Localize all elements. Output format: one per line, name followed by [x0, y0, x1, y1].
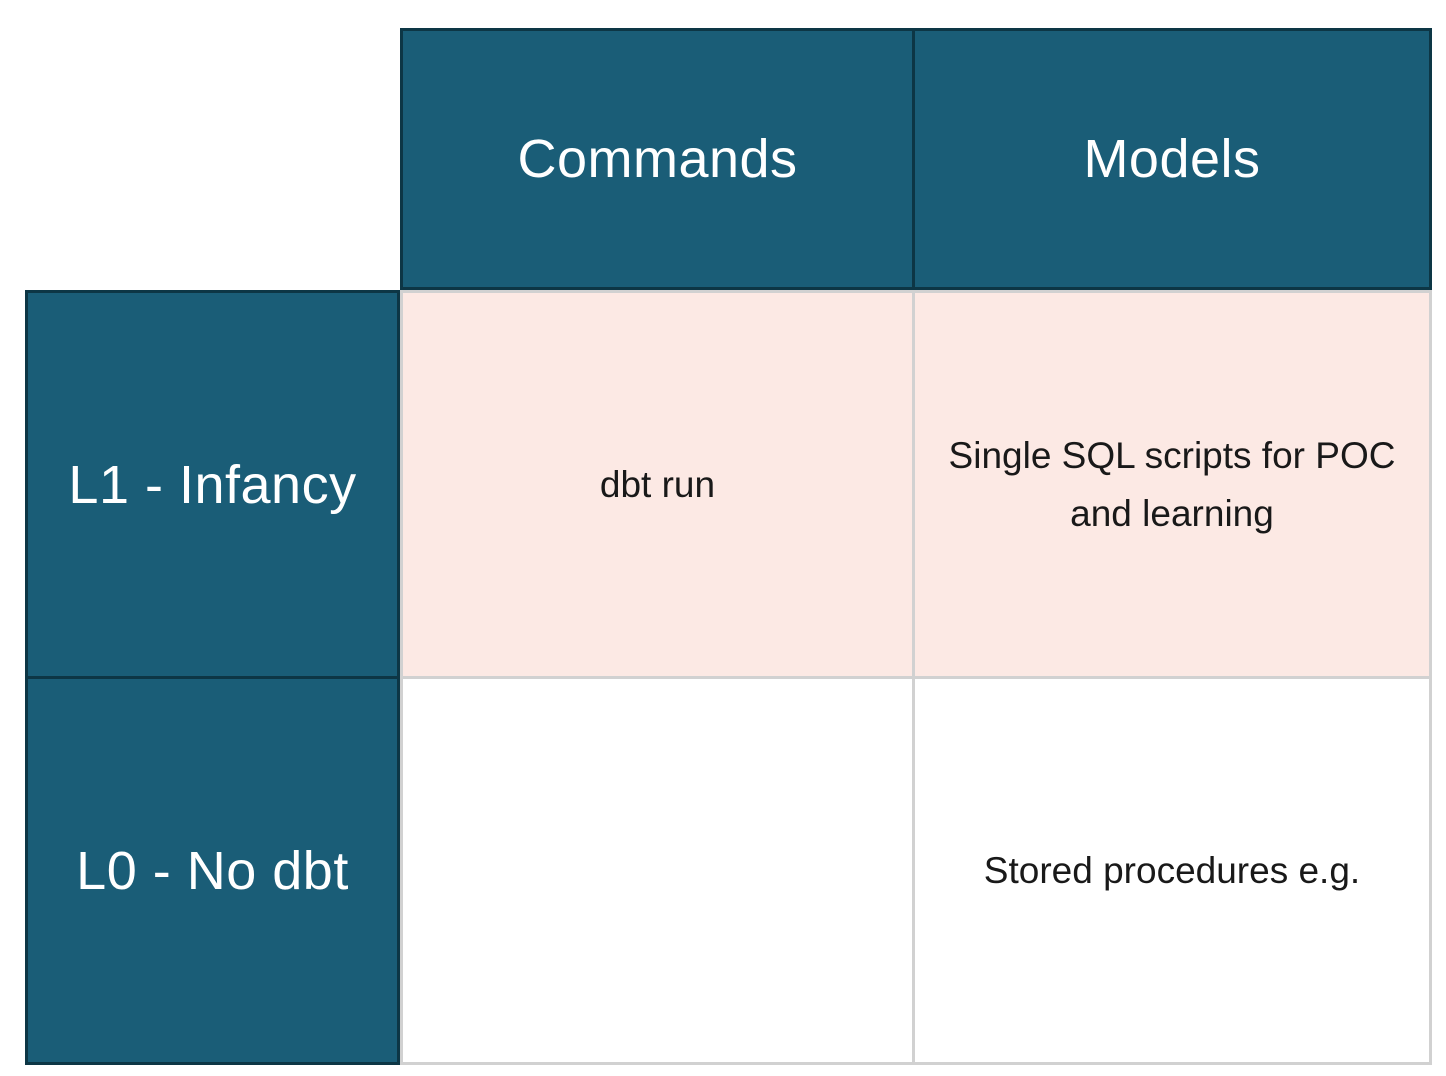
row-header-l0-label: L0 - No dbt	[76, 840, 349, 901]
column-header-models-label: Models	[1083, 129, 1261, 189]
cell-l1-commands-text: dbt run	[599, 463, 716, 505]
row-header-l1-infancy: L1 - Infancy	[25, 290, 400, 679]
cell-l1-models-text: Single SQL scripts for POC and learning	[948, 435, 1396, 534]
cell-l1-models: Single SQL scripts for POC and learning	[915, 290, 1432, 679]
column-header-commands: Commands	[400, 28, 915, 290]
corner-cell	[25, 28, 400, 290]
maturity-matrix-table: Commands Models L1 - Infancy dbt run Sin…	[25, 28, 1432, 1065]
column-header-models: Models	[915, 28, 1432, 290]
column-header-commands-label: Commands	[517, 129, 798, 189]
cell-l0-models: Stored procedures e.g.	[915, 679, 1432, 1065]
cell-l0-commands	[400, 679, 915, 1065]
cell-l1-commands: dbt run	[400, 290, 915, 679]
row-header-l0-no-dbt: L0 - No dbt	[25, 679, 400, 1065]
row-header-l1-label: L1 - Infancy	[68, 454, 357, 515]
cell-l0-models-text: Stored procedures e.g.	[983, 849, 1361, 891]
